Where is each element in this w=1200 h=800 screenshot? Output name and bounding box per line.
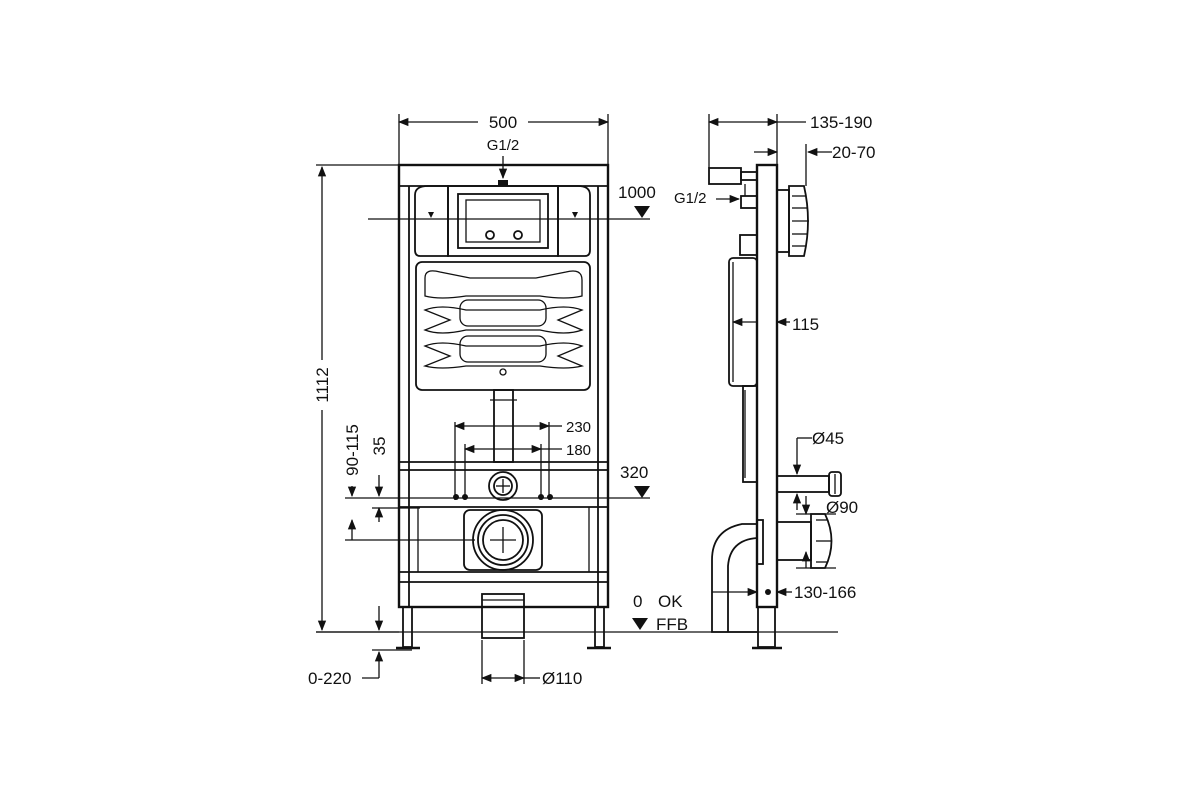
front-drain-diameter-dimension: Ø110 xyxy=(480,640,582,688)
floor-level-line: 0 OK FFB xyxy=(316,592,838,634)
cistern-depth-dimension: 115 xyxy=(731,315,819,334)
pipe-spacing-dimensions: 230 180 xyxy=(453,419,591,500)
side-supply-pipe xyxy=(776,471,842,497)
front-drain-diameter-label: Ø110 xyxy=(542,669,582,688)
bend-offset-label: 130-166 xyxy=(794,583,856,602)
width-label: 500 xyxy=(489,113,517,132)
side-flush-plate xyxy=(776,185,809,257)
pipe-spacing-inner-label: 180 xyxy=(566,442,591,459)
foot-adjust-dimension: 0-220 xyxy=(308,606,412,688)
drain-diameter-dimension: Ø90 xyxy=(796,496,858,569)
side-offset-dimensions: 90-115 35 xyxy=(343,424,475,541)
front-legs xyxy=(396,606,611,650)
drain-diameter-label: Ø90 xyxy=(826,498,858,517)
side-cistern xyxy=(728,234,758,483)
width-dimension: 500 xyxy=(397,113,610,165)
bend-offset-dimension: 130-166 xyxy=(712,583,856,602)
front-drain-connection xyxy=(463,509,543,639)
plate-offset-label: 20-70 xyxy=(832,143,875,162)
floor-level-value: 0 xyxy=(633,592,642,611)
foot-adjust-label: 0-220 xyxy=(308,669,351,688)
front-view: 500 G1/2 1112 1000 xyxy=(308,113,838,688)
front-supply-connection xyxy=(488,471,518,501)
pipe-spacing-outer-label: 230 xyxy=(566,419,591,436)
bolt-offset-label: 35 xyxy=(370,437,389,456)
flush-valve-housing xyxy=(414,180,591,257)
flush-level-label: 1000 xyxy=(618,183,656,202)
front-inlet-callout: G1/2 xyxy=(487,137,520,180)
cistern xyxy=(415,261,591,463)
fixing-level-marker: 320 xyxy=(345,463,650,499)
depth-dimension: 135-190 xyxy=(707,113,872,168)
supply-diameter-dimension: Ø45 xyxy=(792,429,844,510)
height-label: 1112 xyxy=(313,367,332,402)
side-inlet-label: G1/2 xyxy=(674,190,707,207)
front-inlet-label: G1/2 xyxy=(487,137,520,154)
side-view: 135-190 20-70 G1/2 115 Ø45 xyxy=(674,113,875,650)
plate-offset-dimension: 20-70 xyxy=(754,143,875,186)
side-offset-label: 90-115 xyxy=(343,424,362,476)
floor-level-ok: OK xyxy=(658,592,683,611)
flush-level-marker: 1000 xyxy=(368,183,656,220)
supply-diameter-label: Ø45 xyxy=(812,429,844,448)
side-inlet-pipe xyxy=(708,167,758,209)
cistern-depth-label: 115 xyxy=(792,315,819,334)
height-dimension: 1112 xyxy=(313,164,399,633)
side-drain-bend xyxy=(711,513,833,633)
side-inlet-callout: G1/2 xyxy=(674,190,741,207)
depth-label: 135-190 xyxy=(810,113,872,132)
floor-level-ffb: FFB xyxy=(656,615,688,634)
fixing-level-label: 320 xyxy=(620,463,648,482)
